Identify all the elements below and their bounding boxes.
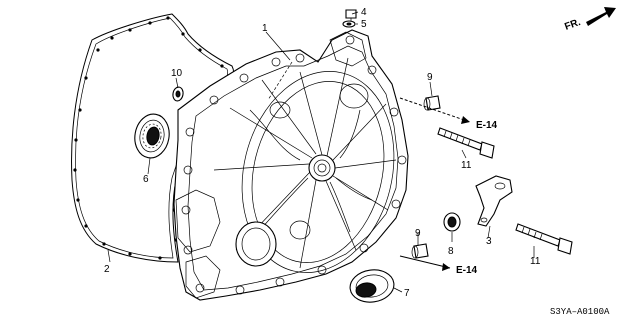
callout-labels: 1 2 3 4 5 6 7 8 9 9 10 11 11 bbox=[104, 7, 541, 299]
washer-part-5 bbox=[342, 20, 356, 28]
callout-11-upper: 11 bbox=[461, 160, 472, 171]
callout-1: 1 bbox=[262, 23, 268, 34]
bracket-part-3 bbox=[475, 175, 513, 227]
callout-8: 8 bbox=[448, 246, 454, 257]
callout-9-top: 9 bbox=[427, 72, 433, 83]
callout-9-bottom: 9 bbox=[415, 228, 421, 239]
front-direction-arrow-icon bbox=[586, 7, 616, 26]
arrow-right-icon bbox=[442, 263, 450, 271]
bolt-part-11-lower bbox=[515, 223, 573, 255]
dowel-pin-part-9-top bbox=[423, 95, 441, 111]
bolt-part-11-upper bbox=[437, 127, 495, 159]
callout-7: 7 bbox=[404, 288, 410, 299]
arrow-right-icon bbox=[461, 116, 470, 124]
front-direction-indicator: FR. bbox=[563, 7, 616, 33]
e14-ref-top: E-14 bbox=[399, 97, 498, 131]
callout-11-lower: 11 bbox=[530, 256, 541, 267]
seal-part-8 bbox=[443, 212, 461, 232]
e14-label-bottom: E-14 bbox=[456, 265, 478, 276]
diagram-code: S3YA–A0100A bbox=[550, 307, 610, 317]
callout-2: 2 bbox=[104, 264, 110, 275]
callout-10: 10 bbox=[171, 68, 183, 79]
bearing-part-6 bbox=[134, 113, 170, 159]
callout-6: 6 bbox=[143, 174, 149, 185]
callout-5: 5 bbox=[361, 19, 367, 30]
dowel-pin-part-9-bottom bbox=[411, 243, 429, 259]
callout-4: 4 bbox=[361, 7, 367, 18]
front-direction-label: FR. bbox=[563, 17, 582, 33]
e14-label-top: E-14 bbox=[476, 120, 498, 131]
clutch-housing-part-1 bbox=[173, 29, 409, 301]
leader-lines bbox=[107, 11, 535, 293]
seal-part-10 bbox=[172, 86, 184, 102]
oil-seal-part-7 bbox=[349, 269, 395, 303]
e14-ref-bottom: E-14 bbox=[399, 255, 478, 276]
callout-3: 3 bbox=[486, 236, 492, 247]
